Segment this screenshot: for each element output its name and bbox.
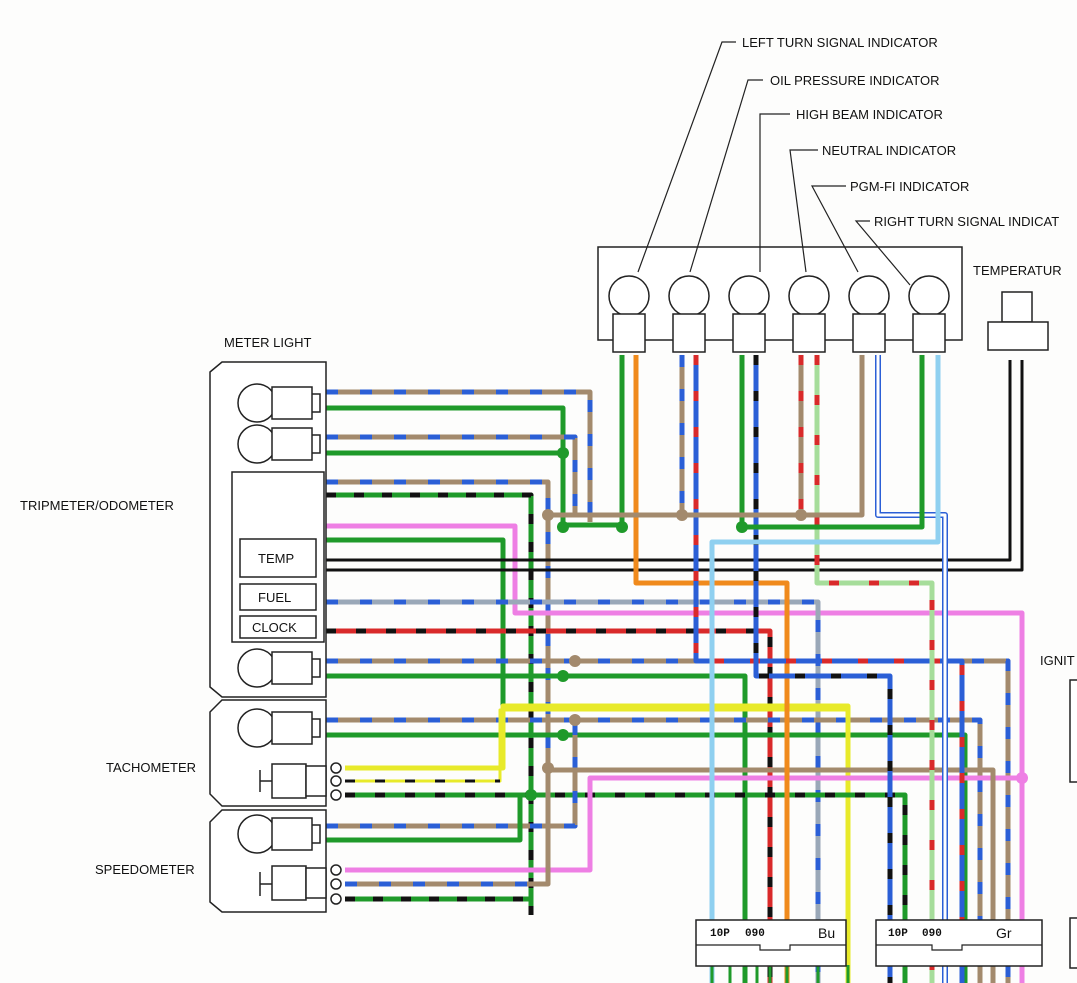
- right-turn-indicator-label: RIGHT TURN SIGNAL INDICAT: [874, 214, 1059, 229]
- neutral-indicator-label: NEUTRAL INDICATOR: [822, 143, 956, 158]
- temperature-label: TEMPERATUR: [973, 263, 1062, 278]
- junction-dot: [1016, 772, 1028, 784]
- wire-green: [326, 732, 968, 983]
- wire-blue-black: [753, 355, 893, 983]
- left-turn-bulb-icon: [608, 275, 650, 353]
- junction-dot: [736, 521, 748, 533]
- connector-pins: 10P: [710, 928, 730, 940]
- wire-brown-blue: [326, 434, 578, 515]
- high-beam-indicator-label: HIGH BEAM INDICATOR: [796, 107, 943, 122]
- wire-black: [326, 360, 1024, 572]
- wire-yellow-green: [345, 703, 851, 983]
- ignition-box: [1069, 679, 1077, 969]
- junction-dot: [557, 447, 569, 459]
- clock-label: CLOCK: [252, 620, 297, 635]
- meter-panel: [209, 361, 342, 913]
- wire-green: [326, 795, 523, 843]
- speedometer-terminal-icon: [259, 864, 342, 905]
- tripmeter-label: TRIPMETER/ODOMETER: [20, 498, 174, 513]
- wire-pink: [326, 523, 1025, 983]
- fuel-gauge-box: [239, 583, 317, 611]
- wire-green: [326, 405, 566, 530]
- connector-code: 090: [745, 928, 765, 940]
- junction-dot: [569, 714, 581, 726]
- oil-pressure-bulb-icon: [668, 275, 710, 353]
- left-turn-indicator-label: LEFT TURN SIGNAL INDICATOR: [742, 35, 938, 50]
- connector-code: 090: [922, 928, 942, 940]
- wire-green: [326, 673, 748, 983]
- junction-dots: [525, 447, 1028, 801]
- junction-dot: [542, 509, 554, 521]
- right-turn-bulb-icon: [908, 275, 950, 353]
- junction-dot: [557, 670, 569, 682]
- bulb-icon: [237, 648, 321, 688]
- bulb-icon: [237, 814, 321, 854]
- bulb-icon: [237, 708, 321, 748]
- meter-light-label: METER LIGHT: [224, 335, 311, 350]
- indicator-panel: [597, 246, 963, 353]
- oil-pressure-indicator-label: OIL PRESSURE INDICATOR: [770, 73, 940, 88]
- wire-pink: [345, 775, 1022, 873]
- wire-gray-blue: [326, 599, 821, 983]
- connector-bu: 10P 090 Bu: [695, 919, 847, 967]
- connector-group: 10P 090 Bu 10P 090 Gr: [695, 919, 1043, 967]
- bulb-icon: [237, 424, 321, 464]
- speedometer-label: SPEEDOMETER: [95, 862, 195, 877]
- wire-yellow-black: [345, 708, 848, 783]
- wire-black: [326, 360, 1012, 562]
- bulb-icon: [237, 383, 321, 423]
- wire-brown-blue: [326, 725, 578, 829]
- fuel-gauge-label: FUEL: [258, 590, 291, 605]
- junction-dot: [569, 655, 581, 667]
- leader-lines: [637, 41, 911, 286]
- junction-dot: [542, 762, 554, 774]
- clock-box: [239, 615, 317, 639]
- junction-dot: [795, 509, 807, 521]
- junction-dot: [616, 521, 628, 533]
- tachometer-label: TACHOMETER: [106, 760, 196, 775]
- tachometer-terminal-icon: [259, 762, 342, 801]
- junction-dot: [525, 789, 537, 801]
- wire-red-black: [326, 628, 773, 983]
- ignition-label: IGNIT: [1040, 653, 1075, 668]
- wire-lightgreen-red: [814, 355, 935, 983]
- connector-gr: 10P 090 Gr: [875, 919, 1043, 967]
- junction-dot: [557, 729, 569, 741]
- junction-dot: [676, 509, 688, 521]
- connector-color-code: Gr: [996, 925, 1012, 941]
- junction-dot: [557, 521, 569, 533]
- neutral-bulb-icon: [788, 275, 830, 353]
- high-beam-bulb-icon: [728, 275, 770, 353]
- wire-brown: [801, 355, 865, 518]
- wire-layer: [326, 355, 1025, 983]
- pgm-fi-bulb-icon: [848, 275, 890, 353]
- wire-green: [742, 355, 925, 530]
- connector-pins: 10P: [888, 928, 908, 940]
- wire-green-black: [326, 492, 534, 915]
- wire-light-blue: [709, 355, 941, 983]
- temp-gauge-label: TEMP: [258, 551, 294, 566]
- temp-gauge-box: [239, 538, 317, 578]
- temperature-sensor-icon: [987, 291, 1049, 351]
- connector-color-code: Bu: [818, 925, 835, 941]
- pgm-fi-indicator-label: PGM-FI INDICATOR: [850, 179, 969, 194]
- wire-green: [326, 537, 506, 760]
